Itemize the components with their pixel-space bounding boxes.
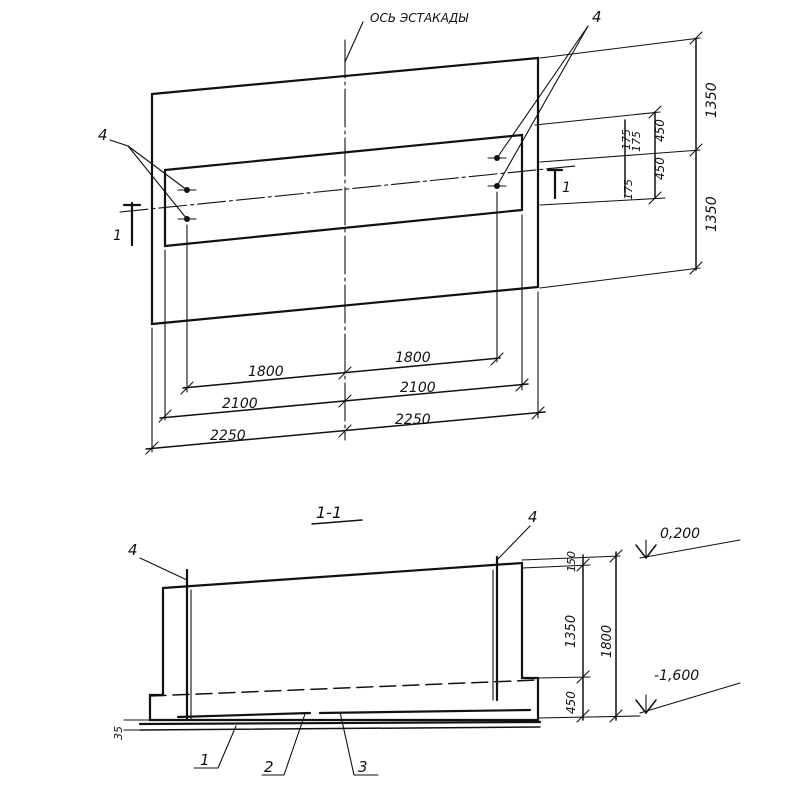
layer-2 <box>139 726 541 731</box>
plan-view: ОСЬ ЭСТАКАДЫ 4 4 1 <box>98 8 720 455</box>
svg-text:-1,600: -1,600 <box>654 668 699 684</box>
dim-175-a: 175 <box>620 129 633 150</box>
leader-2: 2 <box>264 758 274 776</box>
section-dim-35: 35 <box>112 726 125 740</box>
section-dim-150: 150 <box>565 551 578 572</box>
section-outline <box>148 561 540 722</box>
dim-2250-right: 2250 <box>395 412 431 428</box>
dim-2100-left: 2100 <box>222 396 258 412</box>
anchor-bolts <box>177 155 507 222</box>
dim-175-b: 175 <box>630 131 643 152</box>
section-callout-right-4: 4 <box>528 508 538 526</box>
dim-1800-left: 1800 <box>248 364 284 380</box>
beam-outline <box>163 133 524 248</box>
axis-label-leader <box>344 21 364 63</box>
dim-1800-right: 1800 <box>395 350 431 366</box>
dim-175-c: 175 <box>622 179 635 200</box>
slab-outline <box>150 56 540 326</box>
callout-right-4: 4 <box>592 8 602 26</box>
section-callout-left-4: 4 <box>128 541 138 559</box>
material-leaders: 1 2 3 <box>193 711 379 776</box>
section-dim-1800: 1800 <box>600 625 615 658</box>
elevation-bottom: -1,600 <box>635 668 741 715</box>
dim-450-top: 450 <box>653 119 667 142</box>
leader-3: 3 <box>358 758 368 776</box>
dim-2250-left: 2250 <box>210 428 246 444</box>
layer-1 <box>138 720 542 726</box>
plan-centerline <box>119 165 576 213</box>
axis-label: ОСЬ ЭСТАКАДЫ <box>370 11 469 25</box>
section-title: 1-1 <box>316 503 342 522</box>
section-dashed-line <box>149 679 539 697</box>
section-dim-450: 450 <box>564 691 578 714</box>
elevation-top: 0,200 <box>635 526 741 560</box>
section-mark-left: 1 <box>113 201 142 247</box>
dim-450-bottom: 450 <box>653 157 667 180</box>
dim-right-1350-top: 1350 <box>704 82 720 118</box>
right-dimension-chain: 1350 1350 450 450 175 175 175 <box>534 31 720 289</box>
svg-text:1: 1 <box>113 228 122 244</box>
dim-right-1350-bottom: 1350 <box>704 196 720 232</box>
leader-1: 1 <box>200 751 210 769</box>
layer-3 <box>176 711 312 719</box>
section-dim-1350: 1350 <box>564 615 579 648</box>
section-mark-right: 1 <box>546 168 571 200</box>
section-dimensions: 150 1350 1800 450 35 <box>112 549 641 740</box>
bottom-dimension-chains: 1800 1800 2100 2100 2250 2250 <box>145 191 546 455</box>
dim-2100-right: 2100 <box>400 380 436 396</box>
svg-text:0,200: 0,200 <box>660 526 700 542</box>
section-view: 1-1 4 4 0,200 -1,600 <box>112 503 741 776</box>
callout-left-4: 4 <box>98 126 108 144</box>
svg-text:1: 1 <box>562 180 571 196</box>
